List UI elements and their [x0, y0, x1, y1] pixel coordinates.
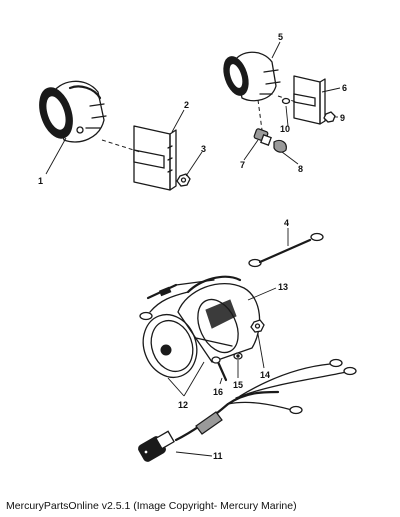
callout-10: 10 [280, 124, 290, 134]
washer-15 [233, 352, 243, 360]
callout-16: 16 [213, 387, 223, 397]
callout-1: 1 [38, 176, 43, 186]
callout-13: 13 [278, 282, 288, 292]
image-caption: MercuryPartsOnline v2.5.1 (Image Copyrig… [6, 500, 297, 512]
callout-11: 11 [213, 451, 223, 461]
callout-15: 15 [233, 380, 243, 390]
bracket-right [293, 75, 326, 125]
nut-3 [176, 173, 191, 187]
callout-8: 8 [298, 164, 303, 174]
wiring-harness-11 [138, 358, 357, 462]
parts-diagram: 1 2 3 4 5 6 7 8 9 10 11 12 13 14 15 16 [38, 32, 357, 462]
nut-9 [323, 111, 336, 123]
callout-5: 5 [278, 32, 283, 42]
callout-3: 3 [201, 144, 206, 154]
callout-6: 6 [342, 83, 347, 93]
bracket-left [133, 125, 177, 191]
bulb-8 [273, 139, 287, 153]
callout-9: 9 [340, 113, 345, 123]
callout-numbers: 1 2 3 4 5 6 7 8 9 10 11 12 13 14 15 16 [38, 32, 347, 461]
nut-14 [250, 319, 265, 333]
tachometer-assembly [139, 275, 261, 379]
callout-14: 14 [260, 370, 270, 380]
gauge-right [223, 51, 281, 102]
callout-4: 4 [284, 218, 289, 228]
washer-10 [281, 97, 291, 105]
gauge-left [39, 80, 107, 143]
callout-7: 7 [240, 160, 245, 170]
socket-7 [253, 99, 272, 146]
leader-lines [45, 41, 341, 457]
callout-2: 2 [184, 100, 189, 110]
lead-wire-4 [248, 232, 324, 268]
screw-16 [211, 356, 228, 382]
callout-12: 12 [178, 400, 188, 410]
